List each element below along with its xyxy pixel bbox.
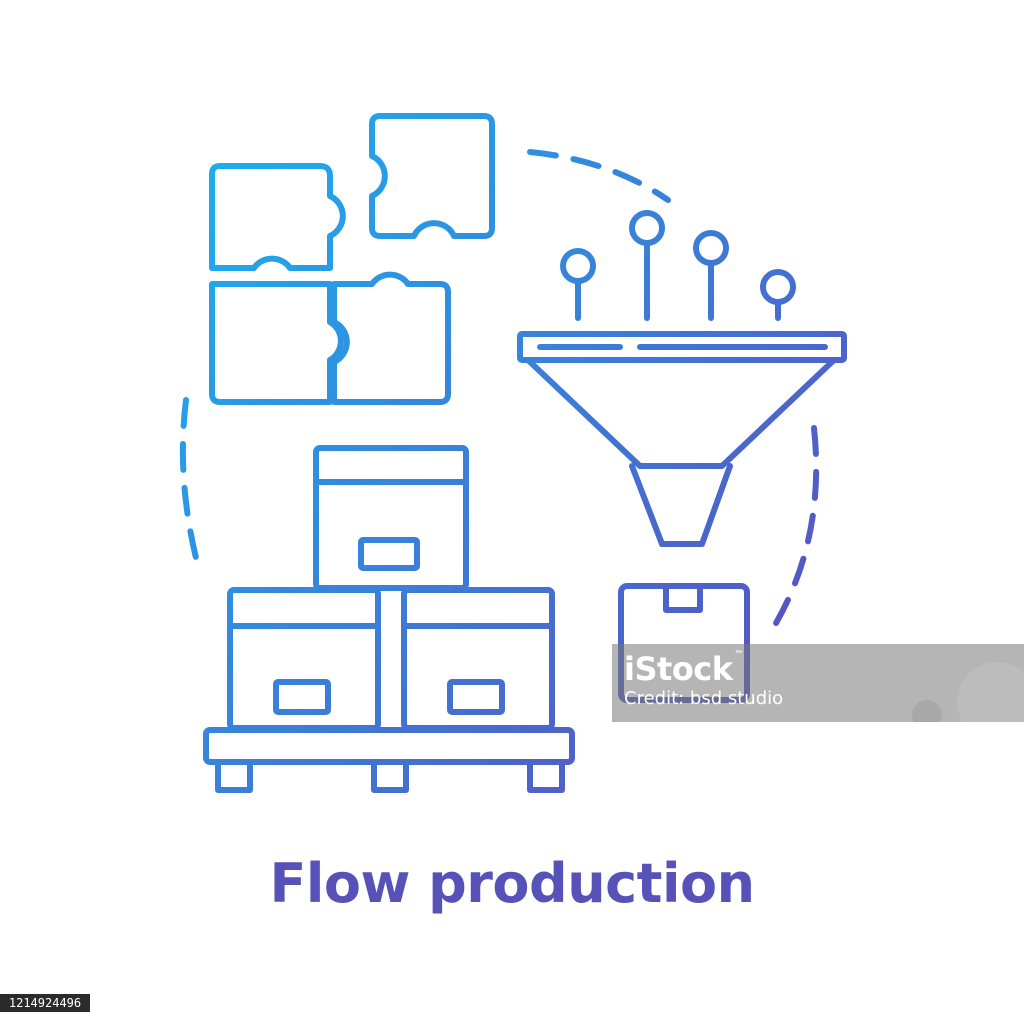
watermark-decoration: [957, 662, 1024, 722]
boxes-pallet-icon: [203, 445, 575, 793]
watermark-logo-text: iStock: [624, 650, 733, 688]
funnel-icon: [517, 210, 847, 547]
page-title: Flow production: [269, 852, 755, 915]
stock-id-label: 1214924496: [0, 994, 90, 1012]
dashed-circle: [179, 149, 820, 633]
watermark-decoration: [912, 700, 942, 722]
puzzle-icon: [209, 113, 495, 405]
watermark-credit: Credit: bsd studio: [624, 688, 784, 709]
watermark-trademark: ™: [734, 650, 744, 660]
